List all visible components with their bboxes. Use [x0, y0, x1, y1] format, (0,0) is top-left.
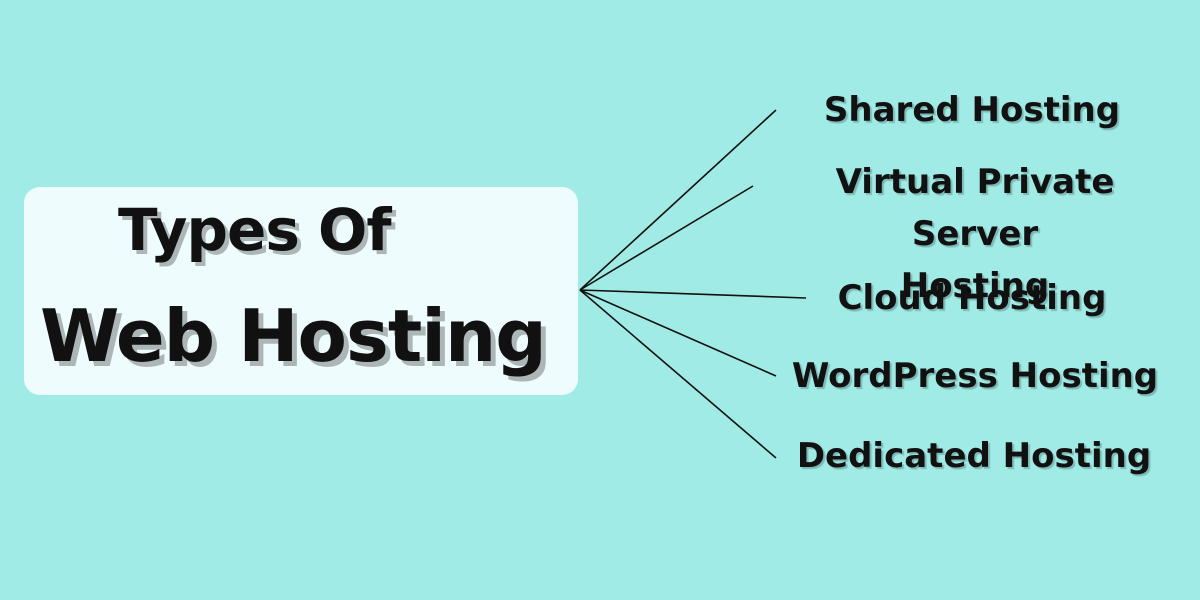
- item-wordpress-hosting: WordPress Hosting: [791, 356, 1159, 396]
- connector-vps-hosting: [579, 185, 754, 291]
- connector-cloud-hosting: [579, 289, 807, 299]
- connector-wordpress-hosting: [579, 289, 777, 377]
- item-cloud-hosting: Cloud Hosting: [837, 278, 1107, 318]
- item-virtual-private-server-hosting: Virtual Private Server Hosting: [835, 162, 1115, 306]
- connector-shared-hosting: [579, 109, 777, 291]
- title-line-web-hosting: Web Hosting: [40, 294, 547, 378]
- item-dedicated-hosting: Dedicated Hosting: [796, 436, 1152, 476]
- title-line-types-of: Types Of: [118, 196, 392, 264]
- item-shared-hosting: Shared Hosting: [823, 90, 1121, 130]
- title-box: [24, 187, 578, 395]
- connector-dedicated-hosting: [579, 289, 777, 459]
